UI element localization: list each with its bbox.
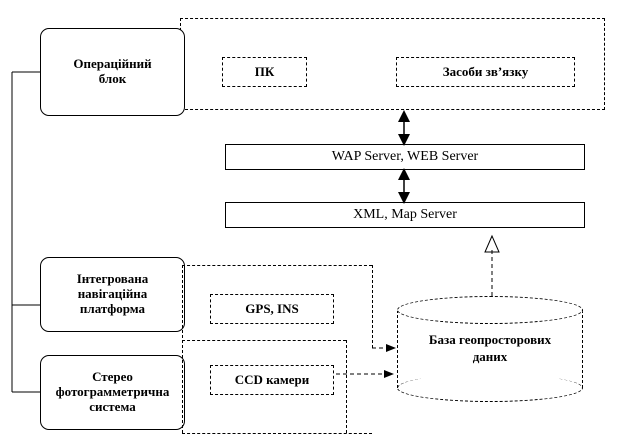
node-comm-tools-label: Засоби зв’язку [442, 63, 529, 79]
node-stereo-system-label: Стерео фотограмметрична система [55, 369, 170, 414]
cylinder-bottom-ellipse [397, 374, 583, 402]
node-nav-platform-label: Інтегрована навігаційна платформа [76, 271, 149, 316]
node-nav-platform: Інтегрована навігаційна платформа [40, 257, 185, 332]
node-wap-web-server: WAP Server, WEB Server [225, 144, 585, 170]
node-comm-tools: Засоби зв’язку [396, 57, 575, 87]
lower-group-bottom-dashed-line [182, 433, 372, 434]
node-gps-ins-label: GPS, INS [245, 300, 299, 316]
node-pc: ПК [222, 57, 307, 87]
lower-group-right-dashed-line [372, 265, 373, 348]
node-xml-map-server-label: XML, Map Server [353, 206, 457, 222]
ccd-group-right-dashed-line [346, 340, 347, 433]
node-pc-label: ПК [254, 63, 275, 79]
node-stereo-system: Стерео фотограмметрична система [40, 355, 185, 430]
ccd-group-top-dashed-line [182, 340, 346, 341]
node-geospatial-database-label: База геопросторових даних [428, 332, 552, 364]
node-gps-ins: GPS, INS [210, 294, 334, 324]
node-ccd-cameras-label: CCD камери [234, 371, 310, 387]
lower-group-left-dashed-line [182, 265, 183, 433]
node-xml-map-server: XML, Map Server [225, 202, 585, 228]
cylinder-body [397, 310, 583, 388]
node-ccd-cameras: CCD камери [210, 365, 334, 395]
cylinder-top-ellipse [397, 296, 583, 324]
lower-group-top-dashed-line [182, 265, 372, 266]
node-operational-unit-label: Операційний блок [73, 56, 152, 86]
node-operational-unit: Операційний блок [40, 28, 185, 116]
node-wap-web-server-label: WAP Server, WEB Server [331, 148, 479, 164]
node-geospatial-database: База геопросторових даних [397, 296, 583, 402]
